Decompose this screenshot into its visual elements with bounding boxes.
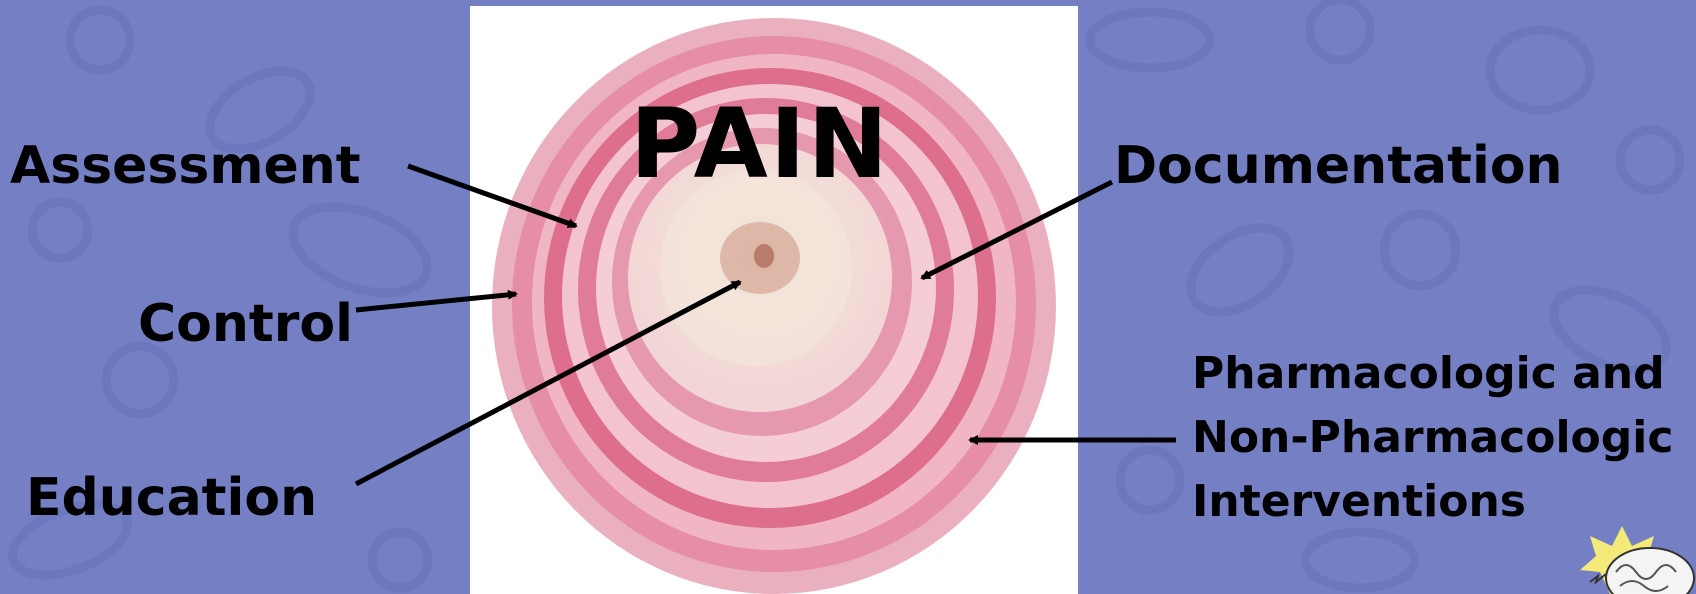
interventions-line: Non-Pharmacologic (1192, 406, 1673, 470)
label-documentation: Documentation (1114, 136, 1563, 196)
label-interventions: Pharmacologic and Non-Pharmacologic Inte… (1192, 342, 1673, 534)
label-assessment: Assessment (10, 136, 361, 196)
slide-title: PAIN (630, 88, 890, 200)
interventions-line: Pharmacologic and (1192, 342, 1673, 406)
brain-spark-icon (1550, 512, 1696, 594)
label-control: Control (138, 294, 353, 354)
label-education: Education (26, 468, 317, 528)
